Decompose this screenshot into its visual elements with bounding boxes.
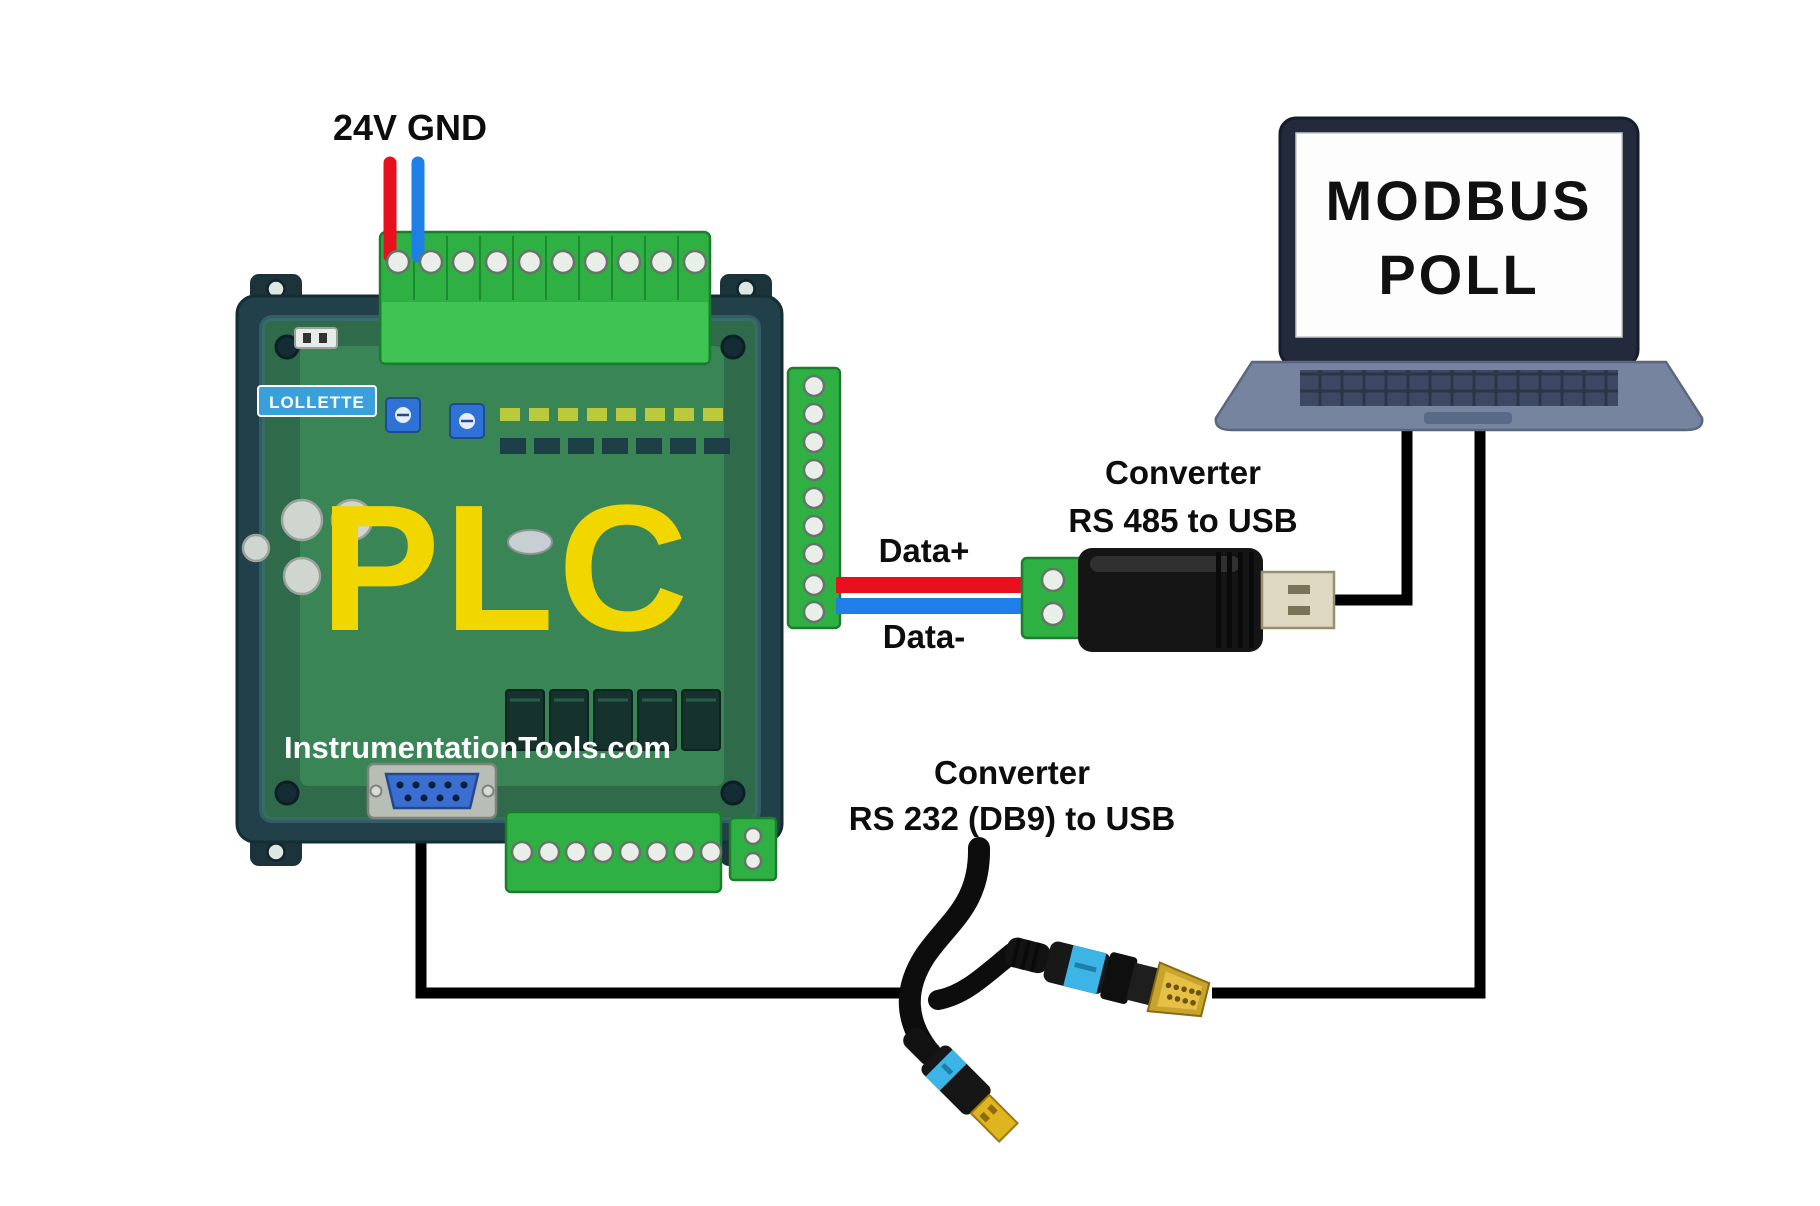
rs485-body-ridges: [1216, 552, 1254, 648]
rs485-converter-subtitle: RS 485 to USB: [1068, 502, 1297, 539]
line-rs485-to-laptop: [1333, 428, 1413, 606]
rs232-converter-subtitle: RS 232 (DB9) to USB: [849, 800, 1175, 837]
data-minus-label: Data-: [883, 618, 966, 655]
usb-gold-tip: [969, 1093, 1019, 1143]
db9-pin-holes: [396, 781, 468, 802]
potentiometers: [385, 397, 485, 439]
plc-board-label: PLC: [320, 468, 692, 669]
rs485-converter-title: Converter: [1105, 454, 1261, 491]
case-screws: [274, 334, 746, 806]
top-terminal-block: [378, 156, 712, 366]
rs485-usb-plug: [1260, 570, 1336, 630]
laptop-touchpad: [1424, 412, 1512, 424]
plc-board: LOLLETTE: [235, 156, 842, 894]
data-plus-label: Data+: [879, 532, 970, 569]
power-label: 24V GND: [333, 107, 487, 148]
plc-db9-port: [366, 762, 498, 820]
line-plc-to-rs232: [415, 806, 908, 999]
rs232-db9-connector: [1004, 937, 1211, 1018]
line-laptop-to-rs232: [1212, 426, 1486, 999]
brand-label: LOLLETTE: [269, 393, 365, 412]
laptop-keyboard: [1300, 370, 1618, 406]
rs232-usb-connector: [903, 1027, 1019, 1143]
screen-text-line1: MODBUS: [1326, 169, 1593, 232]
component-row-yellow: [500, 408, 723, 421]
right-terminal-screws: [802, 374, 826, 624]
rs485-converter: Converter RS 485 to USB: [836, 454, 1336, 652]
db9-pins: [1165, 982, 1202, 1006]
crystal-oscillator: [507, 529, 553, 555]
screen-text-line2: POLL: [1378, 243, 1539, 306]
aux-terminal-block: [728, 816, 778, 882]
relay-row: [505, 689, 721, 751]
laptop-screen: [1295, 132, 1623, 338]
bottom-terminal-screws: [510, 840, 723, 864]
component-row-ic: [500, 438, 730, 454]
top-terminal-screws: [385, 249, 708, 275]
right-terminal-block: [786, 366, 842, 630]
brand-badge: LOLLETTE: [257, 385, 377, 417]
connection-lines: [415, 426, 1486, 999]
rs232-converter: Converter RS 232 (DB9) to USB: [849, 754, 1211, 1143]
bottom-terminal-block: [504, 810, 723, 894]
rs232-cable: [898, 837, 991, 1064]
rs232-cable-to-db9: [928, 943, 1022, 1010]
rs232-converter-title: Converter: [934, 754, 1090, 791]
laptop: MODBUS POLL: [1214, 116, 1704, 432]
dip-switch: [294, 327, 338, 349]
capacitors: [241, 498, 374, 596]
watermark-text: InstrumentationTools.com: [284, 730, 671, 765]
